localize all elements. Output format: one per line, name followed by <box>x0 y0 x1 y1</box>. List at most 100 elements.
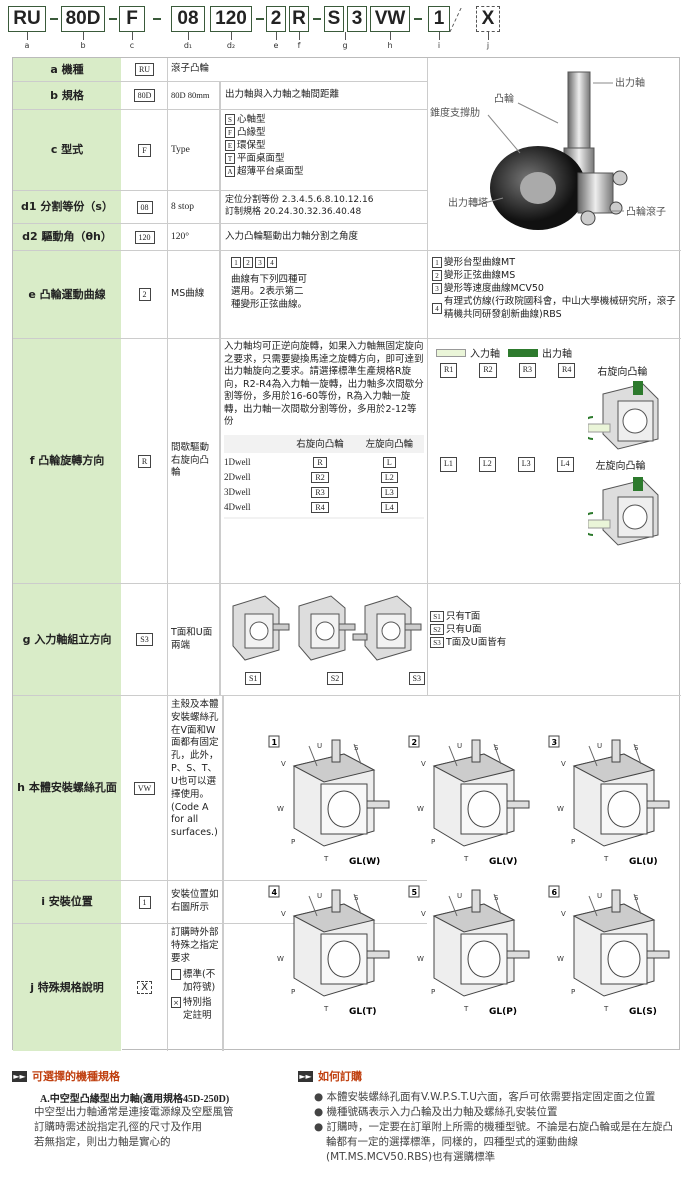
code-d1: 08 <box>136 200 153 214</box>
special-checkbox[interactable]: × <box>171 997 181 1009</box>
label-h: h 本體安裝螺絲孔面 <box>13 696 122 880</box>
code-letter-e: e <box>273 41 279 50</box>
desc-i: 安裝位置如右圖所示 <box>168 881 223 923</box>
face-label: S <box>354 894 359 902</box>
desc-b: 80D 80mm <box>168 82 220 109</box>
code-box-g1: S <box>324 6 344 32</box>
label-e: e 凸輪運動曲線 <box>13 251 122 338</box>
left-subtitle: A.中空型凸緣型出力軸(適用規格45D-250D) <box>40 1094 230 1105</box>
code-a: RU <box>134 63 155 76</box>
face-label: P <box>431 838 435 846</box>
face-label: P <box>571 988 575 996</box>
code-box-d1: 08 <box>171 6 205 32</box>
face-label: U <box>597 742 602 750</box>
code-box-f: R <box>289 6 309 32</box>
code-i: 1 <box>138 895 151 909</box>
code-letter-j: j <box>486 41 490 50</box>
label-cam-roller: 凸輪滾子 <box>626 205 666 218</box>
label-g: g 入力軸組立方向 <box>13 584 122 695</box>
code-letter-a: a <box>24 41 30 50</box>
desc-d1: 8 stop <box>168 191 220 223</box>
desc-e: MS曲線 <box>168 251 220 338</box>
label-j: j 特殊規格說明 <box>13 924 122 1051</box>
diagram-number: 4 <box>272 888 278 897</box>
row-a: a 機種 RU 滾子凸輪 <box>13 58 427 82</box>
desc-g: T面和U面兩端 <box>168 584 220 695</box>
label-output-turret: 出力轉塔 <box>448 196 488 209</box>
mounting-diagram-6 <box>548 885 670 997</box>
desc-j: 訂購時外部特殊之指定要求 標準(不加符號) ×特別指定註明 <box>168 924 223 1051</box>
face-label: S <box>494 744 499 752</box>
row-d2: d2 驅動角（θh） 120 120° 入力凸輪驅動出力軸分割之角度 <box>13 224 427 251</box>
label-f: f 凸輪旋轉方向 <box>13 339 122 583</box>
code-d2: 120 <box>134 230 155 244</box>
note-d2: 入力凸輪驅動出力軸分割之角度 <box>220 224 427 250</box>
face-label: S <box>634 744 639 752</box>
code-box-b: 80D <box>61 6 105 32</box>
code-letter-g: g <box>342 41 348 50</box>
desc-h: 主殼及本體安裝螺絲孔在V面和W面都有固定孔，此外，P、S、T、U也可以選擇使用。… <box>168 696 223 880</box>
face-label: V <box>421 760 426 768</box>
code-letter-f: f <box>297 41 301 50</box>
code-g: S3 <box>136 633 153 646</box>
note-b: 出力軸與入力軸之軸間距離 <box>220 82 427 109</box>
left-title: 可選擇的機種規格 <box>32 1070 120 1083</box>
face-label: P <box>431 988 435 996</box>
face-label: W <box>557 955 564 963</box>
label-taper-bearing: 錐度支撐肋 <box>430 106 480 119</box>
spec-table: 出力軸 凸輪 錐度支撐肋 出力轉塔 凸輪滾子 a 機種 RU 滾子凸輪 b 規格… <box>12 57 681 1051</box>
code-letter-c: c <box>129 41 135 50</box>
mounting-diagram-5 <box>408 885 530 997</box>
face-label: S <box>634 894 639 902</box>
arrow-icon: ►► <box>298 1070 313 1082</box>
face-label: T <box>323 855 329 863</box>
face-label: T <box>603 1005 609 1013</box>
code-box-g2: 3 <box>347 6 367 32</box>
diagram-label: GL(U) <box>629 857 658 867</box>
code-letter-d1: d₁ <box>183 41 193 50</box>
legend-input: 入力軸 <box>470 349 500 360</box>
left-hand-label: 左旋向凸輪 <box>595 461 646 472</box>
face-label: V <box>561 760 566 768</box>
face-label: V <box>421 910 426 918</box>
face-label: P <box>291 838 295 846</box>
diagram-label: GL(W) <box>349 857 380 867</box>
input-shaft-legend-swatch <box>436 348 466 357</box>
face-label: W <box>417 955 424 963</box>
arrow-icon: ►► <box>12 1070 27 1082</box>
code-box-j: X <box>476 6 500 32</box>
desc-d2: 120° <box>168 224 220 250</box>
code-box-i: 1 <box>428 6 450 32</box>
legend-output: 出力軸 <box>542 349 572 360</box>
face-label: T <box>603 855 609 863</box>
footer-left: ►►可選擇的機種規格 A.中空型凸緣型出力軸(適用規格45D-250D) 中空型… <box>12 1068 282 1150</box>
diagram-number: 3 <box>552 738 558 747</box>
face-label: U <box>317 742 322 750</box>
diagram-number: 6 <box>552 888 558 897</box>
code-letter-h: h <box>387 41 393 50</box>
label-d1: d1 分割等份（s） <box>13 191 122 223</box>
face-label: T <box>323 1005 329 1013</box>
code-h: VW <box>133 781 156 795</box>
face-label: W <box>417 805 424 813</box>
row-i: i 安裝位置 1 安裝位置如右圖所示 <box>13 881 427 924</box>
row-b: b 規格 80D 80D 80mm 出力軸與入力軸之軸間距離 <box>13 82 427 110</box>
code-letter-i: i <box>437 41 441 50</box>
output-shaft-legend-swatch <box>508 348 538 357</box>
desc-c: Type <box>168 110 220 190</box>
face-label: U <box>317 892 322 900</box>
code-box-a: RU <box>8 6 46 32</box>
code-b: 80D <box>133 89 156 102</box>
row-f: f 凸輪旋轉方向 R 間歇驅動右旋向凸輪 入力軸均可正逆向旋轉，如果入力軸無固定… <box>13 339 427 584</box>
label-output-shaft: 出力軸 <box>615 76 645 89</box>
face-label: W <box>277 805 284 813</box>
code-letter-d2: d₂ <box>226 41 236 50</box>
standard-checkbox[interactable] <box>171 969 181 981</box>
